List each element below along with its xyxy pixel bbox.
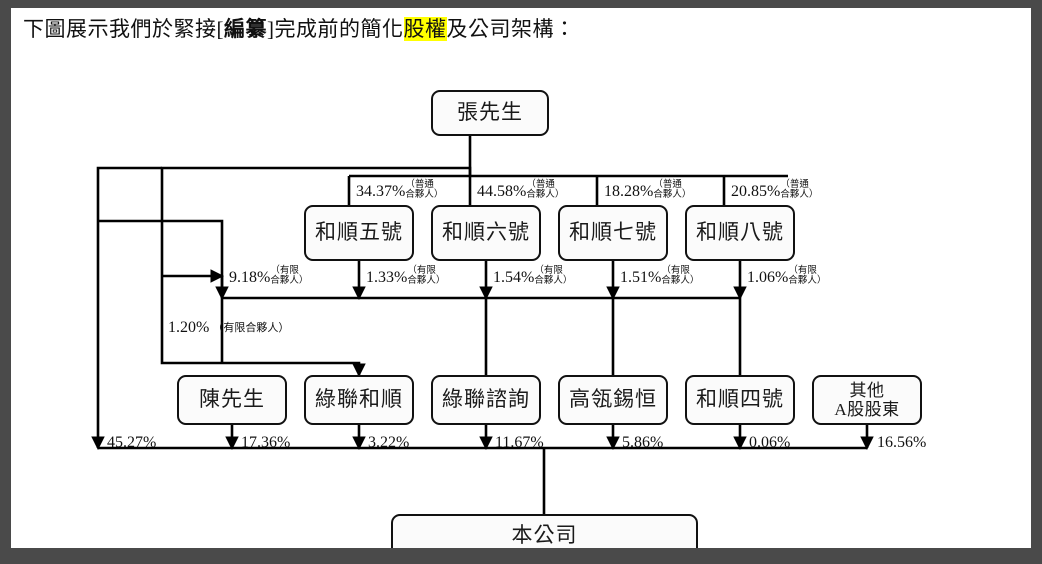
heading-bold-term: 編纂 xyxy=(224,17,267,41)
label-1-20: 1.20%（有限合夥人） xyxy=(168,320,289,336)
label-5-86: 5.86% xyxy=(622,434,664,451)
label-45-27: 45.27% xyxy=(107,434,157,451)
org-chart-connectors xyxy=(91,125,874,514)
note-18-28: （普通 合夥人） xyxy=(653,180,692,200)
heading-part1: 下圖展示我們於緊接[ xyxy=(23,17,224,41)
pct-9-18: 9.18% xyxy=(229,269,271,286)
pct-18-28: 18.28% xyxy=(604,183,654,200)
label-11-67: 11.67% xyxy=(495,434,544,451)
label-1-51: 1.51%（有限 合夥人） xyxy=(620,266,699,286)
node-heshun7[interactable]: 和順七號 xyxy=(558,205,668,261)
note-34-37: （普通 合夥人） xyxy=(405,180,444,200)
edge-chen-1-20-stem xyxy=(162,219,224,363)
pct-1-51: 1.51% xyxy=(620,269,662,286)
document-page: 下圖展示我們於緊接[編纂]完成前的簡化股權及公司架構： xyxy=(11,8,1031,548)
label-1-54: 1.54%（有限 合夥人） xyxy=(493,266,572,286)
label-9-18: 9.18%（有限 合夥人） xyxy=(229,266,308,286)
node-zhang[interactable]: 張先生 xyxy=(431,90,549,136)
pct-1-06: 1.06% xyxy=(747,269,789,286)
note-9-18: （有限 合夥人） xyxy=(270,266,309,286)
label-20-85: 20.85%（普通 合夥人） xyxy=(731,180,818,200)
pct-1-20: 1.20% xyxy=(168,319,210,336)
node-heshun6[interactable]: 和順六號 xyxy=(431,205,541,261)
edge-zhang-to-company-45 xyxy=(91,166,162,451)
note-44-58: （普通 合夥人） xyxy=(526,180,565,200)
label-34-37: 34.37%（普通 合夥人） xyxy=(356,180,443,200)
pct-44-58: 44.58% xyxy=(477,183,527,200)
pct-1-54: 1.54% xyxy=(493,269,535,286)
label-1-33: 1.33%（有限 合夥人） xyxy=(366,266,445,286)
pct-34-37: 34.37% xyxy=(356,183,406,200)
node-heshun5[interactable]: 和順五號 xyxy=(304,205,414,261)
label-18-28: 18.28%（普通 合夥人） xyxy=(604,180,691,200)
note-1-51: （有限 合夥人） xyxy=(661,266,700,286)
label-1-06: 1.06%（有限 合夥人） xyxy=(747,266,826,286)
label-17-36: 17.36% xyxy=(241,434,291,451)
node-chen[interactable]: 陳先生 xyxy=(177,375,287,425)
pct-20-85: 20.85% xyxy=(731,183,781,200)
label-44-58: 44.58%（普通 合夥人） xyxy=(477,180,564,200)
node-lvlian-zixun[interactable]: 綠聯諮詢 xyxy=(431,375,541,425)
heading-part3: 及公司架構： xyxy=(446,17,576,41)
node-company[interactable]: 本公司 xyxy=(391,514,698,548)
note-20-85: （普通 合夥人） xyxy=(780,180,819,200)
note-1-54: （有限 合夥人） xyxy=(534,266,573,286)
note-1-33: （有限 合夥人） xyxy=(407,266,446,286)
label-3-22: 3.22% xyxy=(368,434,410,451)
node-heshun4[interactable]: 和順四號 xyxy=(685,375,795,425)
page-heading: 下圖展示我們於緊接[編纂]完成前的簡化股權及公司架構： xyxy=(23,14,1013,44)
node-other-a-shareholders[interactable]: 其他 A股股東 xyxy=(812,375,922,425)
note-1-06: （有限 合夥人） xyxy=(788,266,827,286)
heading-part2: ]完成前的簡化 xyxy=(267,17,404,41)
node-heshun8[interactable]: 和順八號 xyxy=(685,205,795,261)
label-16-56: 16.56% xyxy=(877,434,927,451)
node-gaoling-xiheng[interactable]: 高瓴錫恒 xyxy=(558,375,668,425)
node-lvlian-heshun[interactable]: 綠聯和順 xyxy=(304,375,414,425)
label-0-06: 0.06% xyxy=(749,434,791,451)
note-1-20: （有限合夥人） xyxy=(212,322,290,334)
edge-chen-1-20-path xyxy=(160,276,366,378)
pct-1-33: 1.33% xyxy=(366,269,408,286)
heading-highlighted-term: 股權 xyxy=(403,17,447,41)
